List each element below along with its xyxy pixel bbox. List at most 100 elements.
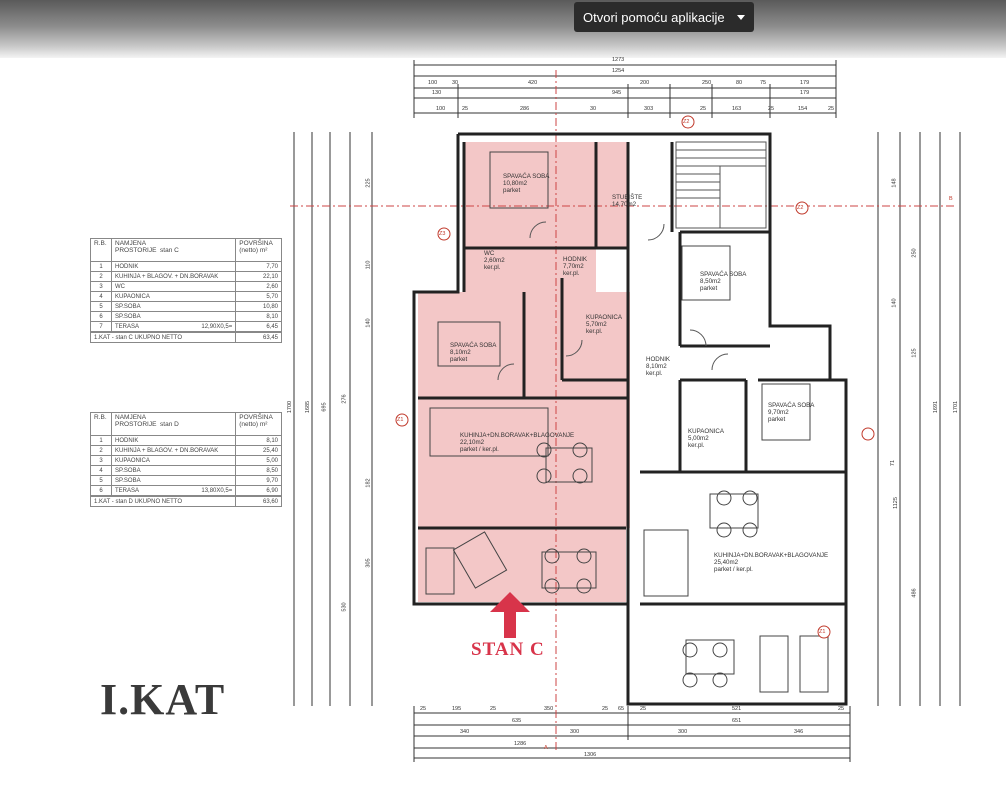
chevron-down-icon	[737, 15, 745, 20]
marker-label: Z2	[797, 205, 804, 211]
dim-label: 100	[436, 106, 446, 112]
room-area: 14,70m2	[612, 201, 637, 208]
dim-label: 1254	[612, 68, 625, 74]
dim-label: 1286	[514, 741, 527, 747]
room-area: 5,70m2	[586, 321, 607, 328]
table-header: R.B.	[90, 412, 112, 436]
room-name: KUHINJA+DN.BORAVAK+BLAGOVANJE	[460, 432, 575, 439]
top-dimension-lines	[413, 60, 837, 118]
dim-label: 25	[640, 706, 647, 712]
table-header: POVRŠINA (netto) m²	[235, 412, 282, 436]
dim-label: 148	[891, 178, 898, 188]
dim-label: 200	[640, 80, 650, 86]
room-floor: parket	[768, 416, 786, 423]
dim-label: 182	[365, 478, 372, 488]
marker-label: B	[949, 196, 953, 202]
dim-label: 25	[838, 706, 845, 712]
marker-label: Z1	[397, 417, 404, 423]
room-area: 2,60m2	[484, 257, 505, 264]
walls	[412, 132, 848, 706]
room-floor: parket	[450, 356, 468, 363]
stan-c-label: STAN C	[471, 639, 545, 660]
room-label-c-bedroom2: SPAVAĆA SOBA 8,10m2 parket	[450, 342, 496, 363]
dim-label: 179	[800, 80, 810, 86]
dim-label: 530	[341, 602, 348, 612]
open-with-app-button[interactable]: Otvori pomoću aplikacije	[574, 2, 754, 32]
dim-label: 300	[678, 729, 688, 735]
table-row: 3 KUPAONICA 5,00	[90, 455, 282, 466]
open-with-label: Otvori pomoću aplikacije	[583, 9, 725, 25]
terasa-formula: 13,80X0,5=	[201, 487, 233, 494]
dim-label: 179	[800, 90, 810, 96]
dim-label: 71	[890, 459, 897, 467]
dim-label: 25	[828, 106, 835, 112]
dim-label: 100	[428, 80, 438, 86]
room-name: HODNIK	[646, 356, 671, 363]
room-area: 8,50m2	[700, 278, 721, 285]
dim-label: 125	[911, 348, 918, 358]
dim-label: 651	[732, 718, 742, 724]
room-area: 5,00m2	[688, 435, 709, 442]
marker-label: Z2	[683, 119, 690, 125]
room-label-d-bedroom2: SPAVAĆA SOBA 9,70m2 parket	[768, 402, 814, 423]
dim-label: 25	[462, 106, 469, 112]
dim-label: 25	[700, 106, 707, 112]
table-row: 5 SP.SOBA 9,70	[90, 475, 282, 486]
room-label-stairs: STUBIŠTE 14,70m2	[612, 194, 642, 208]
table-row: 3 WC 2,60	[90, 281, 282, 292]
room-floor: parket	[700, 285, 718, 292]
dim-label: 30	[452, 80, 459, 86]
dim-label: 65	[618, 706, 625, 712]
room-label-d-hall: HODNIK 8,10m2 ker.pl.	[646, 356, 670, 377]
room-area: 8,10m2	[646, 363, 667, 370]
dim-label: 25	[602, 706, 609, 712]
dim-label: 303	[644, 106, 654, 112]
room-floor: parket / ker.pl.	[460, 446, 499, 453]
door-swings	[497, 221, 729, 381]
room-area: 25,40m2	[714, 559, 739, 566]
section-markers	[395, 115, 875, 639]
table-row: 4 SP.SOBA 8,50	[90, 465, 282, 476]
room-label-c-wc: WC 2,60m2 ker.pl.	[484, 250, 505, 271]
table-header: POVRŠINA (netto) m²	[235, 238, 282, 262]
room-name: STUBIŠTE	[612, 194, 643, 201]
table-header: R.B.	[90, 238, 112, 262]
dim-label: 635	[512, 718, 522, 724]
floor-label: I.KAT	[100, 675, 226, 724]
dim-label: 1700	[287, 400, 294, 414]
dim-label: 163	[732, 106, 742, 112]
dim-label: 420	[528, 80, 538, 86]
right-dimension-lines	[877, 132, 961, 706]
table-total-row: 1.KAT - stan C UKUPNO NETTO 63,45	[89, 331, 282, 343]
room-name: SPAVAĆA SOBA	[450, 342, 497, 349]
dim-label: 140	[891, 298, 898, 308]
table-row: 6 SP.SOBA 8,10	[90, 311, 282, 322]
dim-label: 1306	[584, 752, 597, 758]
room-area: 9,70m2	[768, 409, 789, 416]
room-label-c-hall: HODNIK 7,70m2 ker.pl.	[563, 256, 587, 277]
room-floor: ker.pl.	[586, 328, 603, 335]
dim-label: 305	[365, 558, 372, 568]
room-label-c-bath: KUPAONICA 5,70m2 ker.pl.	[586, 314, 622, 335]
room-floor: ker.pl.	[563, 270, 580, 277]
dim-label: 300	[570, 729, 580, 735]
table-header: NAMJENA PROSTORIJE stan D	[110, 412, 237, 436]
dim-label: 195	[452, 706, 462, 712]
stan-c-arrow	[490, 592, 530, 638]
dim-label: 110	[365, 260, 372, 270]
dim-label: 154	[798, 106, 808, 112]
dim-label: 30	[590, 106, 597, 112]
dim-label: 286	[520, 106, 530, 112]
room-name: KUPAONICA	[586, 314, 622, 321]
table-header: NAMJENA PROSTORIJE stan C	[110, 238, 237, 262]
dim-label: 140	[365, 318, 372, 328]
room-label-d-living: KUHINJA+DN.BORAVAK+BLAGOVANJE 25,40m2 pa…	[714, 552, 828, 573]
room-name: SPAVAĆA SOBA	[768, 402, 815, 409]
dim-label: 25	[768, 106, 775, 112]
marker-label: Z1	[819, 629, 826, 635]
marker-label: A	[544, 745, 548, 751]
room-name: SPAVAĆA SOBA	[503, 173, 550, 180]
dim-label: 130	[432, 90, 442, 96]
room-label-d-bath: KUPAONICA 5,00m2 ker.pl.	[688, 428, 724, 449]
